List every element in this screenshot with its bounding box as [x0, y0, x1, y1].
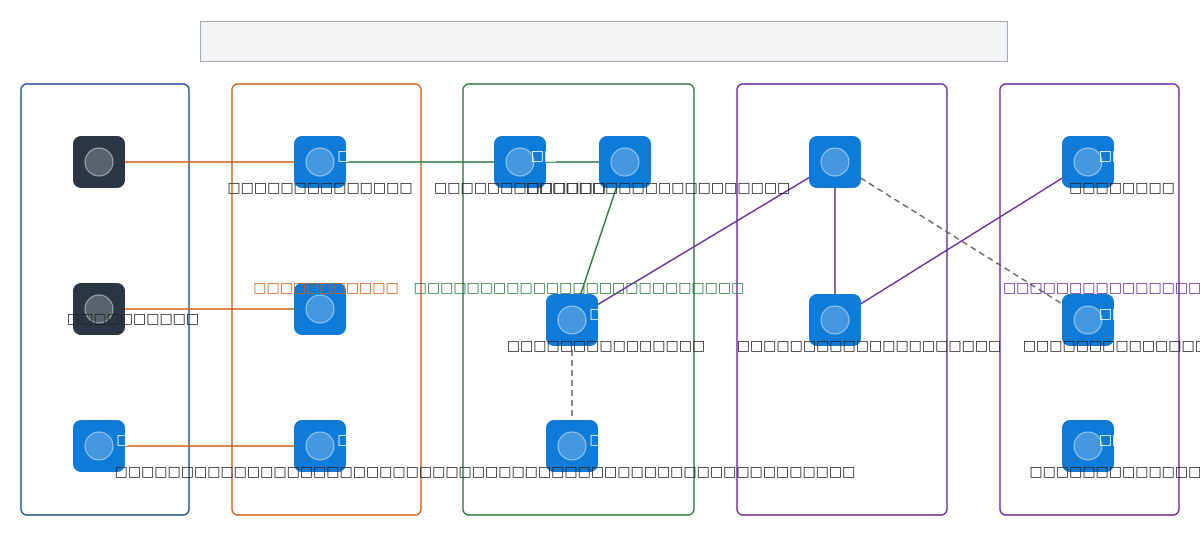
circle-icon	[305, 294, 335, 324]
node-box	[809, 294, 861, 346]
lane-3	[462, 83, 695, 516]
node-n7[interactable]: □□	[494, 136, 557, 188]
node-glyph: □	[337, 432, 350, 448]
node-n3[interactable]: □	[73, 420, 130, 472]
node-label-n9: □□□□□□□□□□□□□□□	[507, 338, 705, 354]
circle-icon	[505, 147, 535, 177]
node-n15[interactable]: □□	[1062, 420, 1125, 472]
lane-1	[20, 83, 190, 516]
node-n12[interactable]	[809, 294, 861, 346]
circle-icon	[557, 431, 587, 461]
node-box	[1062, 136, 1114, 188]
circle-icon	[84, 147, 114, 177]
node-box	[809, 136, 861, 188]
edge-n12-n13	[834, 161, 1090, 321]
node-n6[interactable]: □	[294, 420, 351, 472]
annotation-a3: □□□□□□□□□□□□□□□□□□	[1003, 280, 1200, 296]
node-n10[interactable]: □	[546, 420, 603, 472]
node-box	[599, 136, 651, 188]
circle-icon	[1073, 305, 1103, 335]
lane-5	[999, 83, 1180, 516]
diagram-title-bar	[200, 21, 1008, 62]
node-label-n2: □□□□□□□□□□	[67, 311, 199, 327]
node-glyph: □□	[1099, 306, 1125, 322]
lane-2	[231, 83, 422, 516]
annotation-a1: □□□□□□□□□□□	[253, 280, 399, 296]
circle-icon	[1073, 147, 1103, 177]
circle-icon	[305, 147, 335, 177]
node-n5[interactable]	[294, 283, 346, 335]
node-box	[1062, 420, 1114, 472]
circle-icon	[1073, 431, 1103, 461]
node-label-n6: □□□□□□□□□□□□□□□□□□□□□□□□□□□□□□□□□□□□□□□□…	[115, 464, 856, 480]
node-box	[1062, 294, 1114, 346]
edge-n9-n11	[571, 161, 837, 321]
annotation-a2: □□□□□□□□□□□□□□□□□□□□□□□□□	[414, 280, 745, 296]
node-label-n13: □□□□□□□□	[1069, 180, 1175, 196]
circle-icon	[557, 305, 587, 335]
node-glyph: □□	[531, 148, 557, 164]
node-n4[interactable]: □	[294, 136, 351, 188]
circle-icon	[84, 294, 114, 324]
circle-icon	[610, 147, 640, 177]
node-glyph: □	[589, 432, 602, 448]
node-label-n12: □□□□□□□□□□□□□□□□□□□□	[737, 338, 1002, 354]
node-box	[294, 420, 346, 472]
node-label-n15: □□□□□□□□□□□□□□	[1029, 464, 1200, 480]
node-label-n8: □□□□□□□□□□□□□□□□□□□□	[526, 180, 791, 196]
node-n14[interactable]: □□	[1062, 294, 1125, 346]
node-n8[interactable]	[599, 136, 651, 188]
circle-icon	[84, 431, 114, 461]
circle-icon	[820, 305, 850, 335]
node-n1[interactable]	[73, 136, 125, 188]
node-n9[interactable]: □	[546, 294, 603, 346]
node-glyph: □□	[1099, 148, 1125, 164]
circle-icon	[820, 147, 850, 177]
node-n11[interactable]	[809, 136, 861, 188]
node-glyph: □	[337, 148, 350, 164]
node-box	[546, 420, 598, 472]
node-label-n4: □□□□□□□□□□□□□□	[227, 180, 412, 196]
node-box	[494, 136, 546, 188]
node-n13[interactable]: □□	[1062, 136, 1125, 188]
node-label-n7: □□□□□□□□□□□□□	[434, 180, 606, 196]
lane-4	[736, 83, 948, 516]
node-glyph: □	[589, 306, 602, 322]
circle-icon	[305, 431, 335, 461]
edge-n8-n9	[570, 161, 626, 322]
node-box	[546, 294, 598, 346]
node-n2[interactable]	[73, 283, 125, 335]
node-box	[73, 420, 125, 472]
node-label-n14: □□□□□□□□□□□□□□□	[1023, 338, 1200, 354]
node-box	[294, 283, 346, 335]
node-box	[73, 283, 125, 335]
node-glyph: □	[116, 432, 129, 448]
node-box	[294, 136, 346, 188]
node-box	[73, 136, 125, 188]
node-glyph: □□	[1099, 432, 1125, 448]
